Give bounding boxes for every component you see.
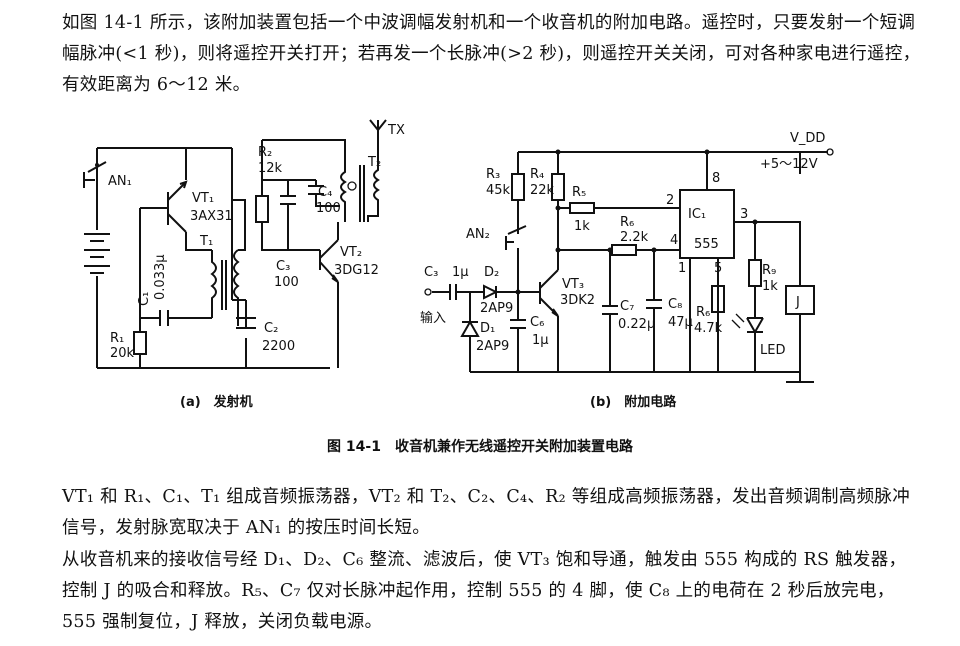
an1-label: AN₁ — [108, 174, 132, 189]
r6-label: R₆ — [620, 215, 634, 230]
r6-value: 2.2k — [620, 230, 649, 245]
c3-capacitor — [262, 179, 296, 250]
explanation-paragraph-1: VT₁ 和 R₁、C₁、T₁ 组成音频振荡器，VT₂ 和 T₂、C₂、C₄、R₂… — [62, 487, 910, 538]
r9-resistor — [748, 259, 762, 287]
addon-caption: (b) 附加电路 — [590, 394, 677, 410]
pin3-label: 3 — [740, 207, 748, 222]
t2-transformer — [262, 139, 380, 222]
ic1-label: IC₁ — [688, 207, 706, 222]
antenna-icon — [369, 119, 387, 140]
r4-label: R₄ — [530, 167, 544, 182]
c4-label: C₄ — [318, 185, 332, 200]
r3-label: R₃ — [486, 167, 500, 182]
c3-value: 100 — [274, 275, 299, 290]
transmitter-caption: (a) 发射机 — [180, 394, 253, 410]
r3-value: 45k — [486, 183, 511, 198]
vt2-model: 3DG12 — [334, 263, 379, 278]
c7-capacitor — [602, 250, 618, 372]
pin2-label: 2 — [666, 193, 674, 208]
c3-in-label: C₃ — [424, 265, 438, 280]
r2-label: R₂ — [258, 145, 272, 160]
addon-circuit: V_DD +5～12V R₃ 45k AN₂ R₄ 22k R₅ 1k R₆ — [420, 131, 834, 410]
r1-resistor — [133, 331, 147, 355]
circuit-diagram: AN₁ VT₁ 3AX31 R₁ 20k C₁ 0.033μ — [83, 119, 834, 410]
r6b-value: 4.7k — [694, 321, 723, 336]
r1-label: R₁ — [110, 331, 124, 346]
vt1-transistor — [140, 148, 212, 251]
c3-label: C₃ — [276, 259, 290, 274]
r5-value: 1k — [574, 219, 590, 234]
relay-j — [785, 285, 815, 315]
explanation-paragraph-2: 从收音机来的接收信号经 D₁、D₂、C₆ 整流、滤波后，使 VT₃ 饱和导通，触… — [62, 550, 907, 632]
d2-model: 2AP9 — [480, 301, 513, 316]
r2-value: 12k — [258, 161, 283, 176]
c8-label: C₈ — [668, 297, 682, 312]
t2-label: T₂ — [367, 155, 381, 170]
vt2-transistor — [319, 222, 339, 368]
r6-47k-resistor — [711, 285, 725, 313]
c1-label: C₁ — [137, 292, 152, 306]
r9-label: R₉ — [762, 263, 776, 278]
d2-label: D₂ — [484, 265, 499, 280]
r5-label: R₅ — [572, 185, 586, 200]
led-label: LED — [760, 343, 785, 358]
c6-capacitor — [510, 292, 526, 372]
c2-label: C₂ — [264, 321, 278, 336]
c6-label: C₆ — [530, 315, 544, 330]
pin5-label: 5 — [714, 261, 722, 276]
vt3-model: 3DK2 — [560, 293, 595, 308]
an2-switch — [505, 225, 527, 258]
c4-value: 100 — [316, 201, 341, 216]
battery — [84, 188, 110, 368]
relay-j-label: J — [795, 295, 800, 310]
led-diode — [746, 286, 764, 372]
c4-capacitor — [288, 179, 340, 207]
r6b-label: R₆ — [696, 305, 710, 320]
c2-value: 2200 — [262, 339, 295, 354]
transmitter-circuit: AN₁ VT₁ 3AX31 R₁ 20k C₁ 0.033μ — [83, 119, 405, 410]
input-label: 输入 — [420, 310, 446, 326]
d1-label: D₁ — [480, 321, 495, 336]
c1-capacitor — [140, 310, 212, 326]
figure-caption: 图 14-1 收音机兼作无线遥控开关附加装置电路 — [327, 439, 633, 455]
c7-label: C₇ — [620, 299, 634, 314]
supply-label: +5～12V — [760, 157, 818, 172]
vdd-label: V_DD — [790, 131, 825, 146]
vt3-transistor — [518, 264, 559, 372]
vdd-terminal — [826, 148, 834, 156]
r4-value: 22k — [530, 183, 555, 198]
vt2-label: VT₂ — [340, 245, 362, 260]
d2-diode — [483, 284, 518, 300]
vt1-model: 3AX31 — [190, 209, 233, 224]
an2-label: AN₂ — [466, 227, 490, 242]
c3-in-value: 1μ — [452, 265, 469, 280]
d1-diode — [460, 292, 480, 372]
t1-label: T₁ — [199, 234, 213, 249]
input-c3-capacitor — [432, 284, 484, 300]
an1-switch — [83, 161, 107, 188]
intro-paragraph: 如图 14-1 所示，该附加装置包括一个中波调幅发射机和一个收音机的附加电路。遥… — [62, 13, 921, 95]
r5-resistor — [569, 202, 595, 214]
c7-value: 0.22μ — [618, 317, 655, 332]
pin8-label: 8 — [712, 171, 720, 186]
ic1-model: 555 — [694, 237, 719, 252]
d1-model: 2AP9 — [476, 339, 509, 354]
t1-transformer — [210, 199, 246, 318]
r2-resistor — [255, 195, 269, 223]
pin4-label: 4 — [670, 233, 678, 248]
vt3-label: VT₃ — [562, 277, 584, 292]
vt1-label: VT₁ — [192, 191, 214, 206]
c8-value: 47μ — [668, 315, 693, 330]
pin1-label: 1 — [678, 261, 686, 276]
r3-resistor — [511, 173, 525, 201]
r9-value: 1k — [762, 279, 778, 294]
c1-value: 0.033μ — [153, 255, 168, 301]
r1-value: 20k — [110, 346, 135, 361]
c6-value: 1μ — [532, 333, 549, 348]
c8-capacitor — [646, 250, 662, 372]
r6-resistor — [611, 244, 637, 256]
tx-label: TX — [387, 123, 405, 138]
c2-capacitor — [231, 148, 256, 368]
